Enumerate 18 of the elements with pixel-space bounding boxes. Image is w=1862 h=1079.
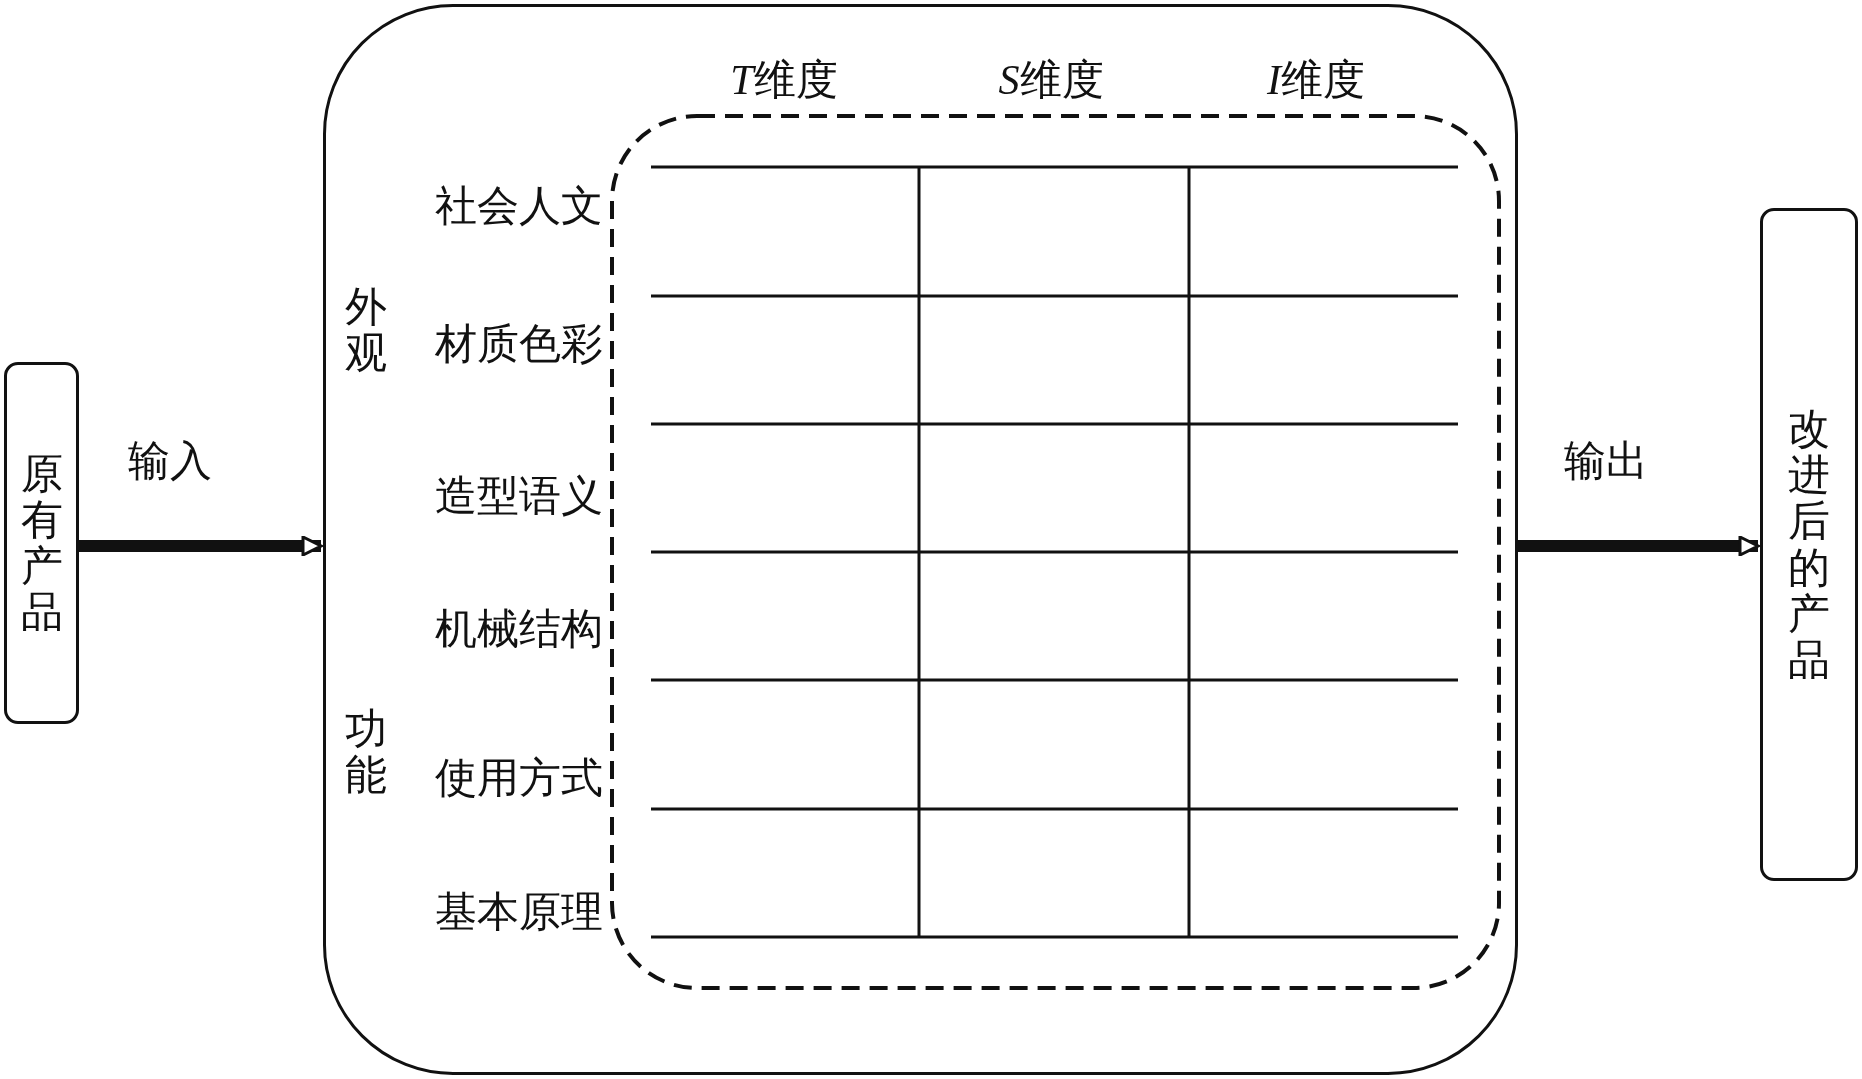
row-label: 机械结构 xyxy=(435,605,603,653)
group-label: 外观 xyxy=(344,283,388,377)
process-box xyxy=(4,362,79,724)
row-label: 使用方式 xyxy=(435,754,603,802)
rounded-frame xyxy=(323,4,1518,1075)
column-header: S维度 xyxy=(998,56,1104,104)
node-label: 改进后的产品 xyxy=(1787,405,1831,684)
process-box xyxy=(1760,208,1858,881)
column-header: T维度 xyxy=(730,56,838,104)
row-label: 材质色彩 xyxy=(435,320,603,368)
row-label: 社会人文 xyxy=(435,182,603,230)
arrow xyxy=(1518,535,1760,557)
node-label: 原有产品 xyxy=(19,450,64,636)
column-header: I维度 xyxy=(1267,56,1365,104)
group-label: 功能 xyxy=(344,705,388,799)
row-label: 基本原理 xyxy=(435,888,603,936)
row-label: 造型语义 xyxy=(435,472,603,520)
arrow xyxy=(79,535,323,557)
